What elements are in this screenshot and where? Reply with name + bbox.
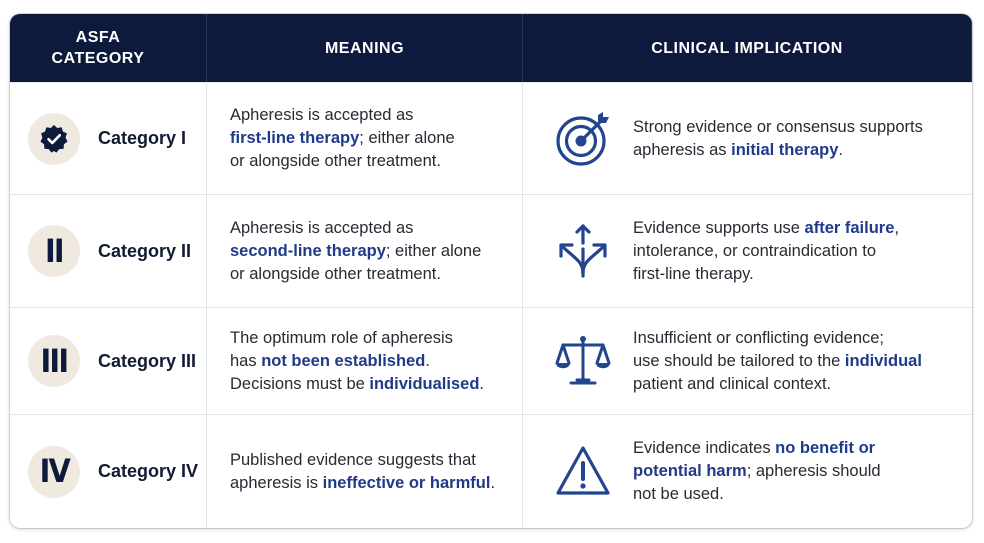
implication-4-highlight-2: potential harm (633, 462, 747, 480)
badge-category-3: III (28, 335, 80, 387)
roman-numeral-4: IV (39, 452, 70, 490)
implication-4-line1-pre: Evidence indicates (633, 439, 776, 457)
meaning-4-line2-pre: apheresis is (230, 473, 323, 492)
category-name-3: Category III (98, 350, 197, 371)
meaning-4-line1: Published evidence suggests that (230, 450, 476, 469)
implication-2-line2: intolerance, or contraindication to (633, 241, 877, 260)
header-meaning: MEANING (207, 14, 523, 82)
implication-4-highlight-1: no benefit or (775, 439, 876, 457)
warning-triangle-icon (556, 445, 610, 495)
row-meaning-4: Published evidence suggests that apheres… (207, 414, 523, 528)
row-implication-2: Evidence supports use after failure, int… (523, 194, 972, 307)
category-name-2: Category II (98, 240, 192, 261)
badge-category-4: IV (28, 445, 80, 498)
implication-4-line3: not be used. (633, 485, 724, 503)
implication-1-line1: Strong evidence or consensus supports (633, 117, 923, 136)
implication-2-line1-pre: Evidence supports use (633, 218, 805, 237)
badge-category-2: II (28, 225, 80, 277)
meaning-2-line1: Apheresis is accepted as (230, 218, 414, 237)
meaning-3-highlight-1: not been established (261, 351, 426, 370)
target-arrow-icon (556, 111, 609, 166)
implication-2-line1-post: , (894, 218, 899, 237)
implication-3-line1: Insufficient or conflicting evidence; (633, 328, 885, 347)
implication-3-highlight: individual (844, 351, 922, 370)
implication-2-line3: first-line therapy. (633, 264, 754, 283)
row-category-3: III Category III (10, 307, 207, 414)
implication-1-line2-pre: apheresis as (633, 140, 732, 159)
badge-category-1 (28, 112, 80, 165)
meaning-1-highlight: first-line therapy (230, 129, 360, 147)
meaning-4-highlight: ineffective or harmful (322, 473, 491, 492)
row-implication-4: Evidence indicates no benefit or potenti… (523, 414, 972, 528)
meaning-2-line3: or alongside other treatment. (230, 264, 441, 283)
category-name-1: Category I (98, 128, 187, 148)
row-meaning-1: Apheresis is accepted as first-line ther… (207, 82, 523, 194)
implication-3-line2-pre: use should be tailored to the (633, 351, 845, 370)
roman-numeral-3: III (40, 341, 70, 380)
row-meaning-3: The optimum role of apheresis has not be… (207, 307, 523, 414)
row-meaning-2: Apheresis is accepted as second-line the… (207, 194, 523, 307)
category-name-4: Category IV (98, 461, 199, 481)
header-category-line1: ASFA (75, 29, 121, 46)
implication-3-line3: patient and clinical context. (633, 374, 832, 393)
meaning-3-line1: The optimum role of apheresis (230, 328, 453, 347)
meaning-3-highlight-2: individualised (369, 374, 480, 393)
meaning-1-line1: Apheresis is accepted as (230, 106, 414, 124)
meaning-2-line2-rest: ; either alone (385, 241, 482, 260)
implication-1-highlight: initial therapy (731, 140, 839, 159)
meaning-1-line2-rest: ; either alone (359, 129, 455, 147)
header-clinical-implication: CLINICAL IMPLICATION (523, 14, 972, 82)
balance-scale-icon (555, 336, 611, 385)
check-seal-icon (40, 124, 68, 153)
row-category-4: IV Category IV (10, 414, 207, 528)
row-category-1: Category I (10, 82, 207, 194)
meaning-4-line2-post: . (490, 473, 496, 492)
meaning-3-line2-pre: has (230, 351, 262, 370)
roman-numeral-2: II (45, 231, 65, 270)
row-category-2: II Category II (10, 194, 207, 307)
meaning-2-highlight: second-line therapy (230, 241, 386, 260)
header-category: ASFA CATEGORY (10, 14, 207, 82)
branching-arrows-icon (559, 224, 607, 278)
meaning-3-line2-post: . (425, 351, 430, 370)
asfa-category-table: ASFA CATEGORY MEANING CLINICAL IMPLICATI… (10, 14, 972, 528)
row-implication-1: Strong evidence or consensus supports ap… (523, 82, 972, 194)
meaning-3-line3-post: . (479, 374, 485, 393)
header-category-line2: CATEGORY (51, 50, 145, 67)
implication-4-line2-post: ; apheresis should (746, 462, 881, 480)
row-implication-3: Insufficient or conflicting evidence; us… (523, 307, 972, 414)
implication-1-line2-post: . (838, 140, 844, 159)
meaning-3-line3-pre: Decisions must be (230, 374, 370, 393)
implication-2-highlight: after failure (804, 218, 895, 237)
meaning-1-line3: or alongside other treatment. (230, 152, 441, 170)
